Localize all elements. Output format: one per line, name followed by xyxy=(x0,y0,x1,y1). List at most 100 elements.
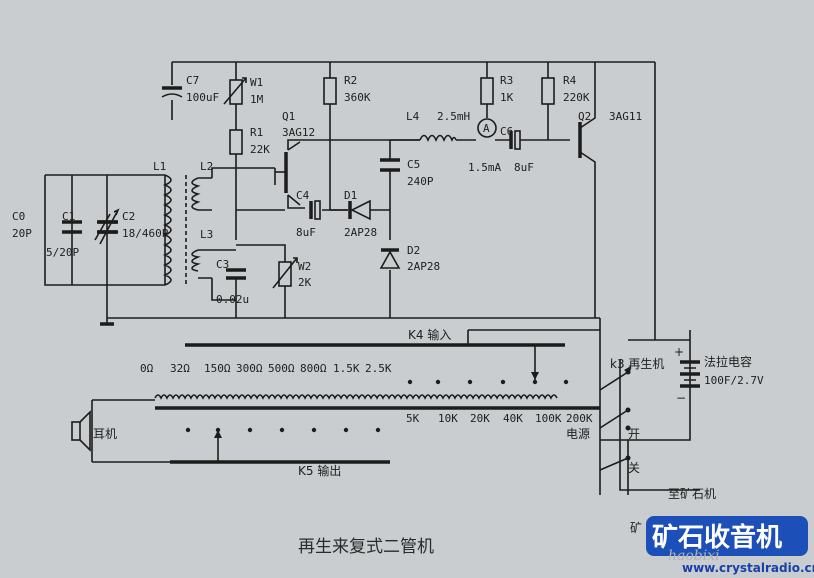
capacitor-c4: C4 8uF xyxy=(296,189,321,239)
c5-value: 240P xyxy=(407,175,434,188)
potentiometer-w1: W1 1M xyxy=(223,76,264,106)
lower-tap-contact xyxy=(311,427,317,433)
k3-regen-label: k3 再生机 xyxy=(610,357,664,371)
supercap-value: 100F/2.7V xyxy=(704,374,764,387)
lower-tap-contact xyxy=(343,427,349,433)
d1-ref: D1 xyxy=(344,189,357,202)
wiring xyxy=(44,61,700,495)
upper-tap-label: 32Ω xyxy=(170,362,190,375)
upper-tap-label: 800Ω xyxy=(300,362,327,375)
inductor-l4: L4 2.5mH xyxy=(406,110,470,143)
c6-value: 8uF xyxy=(514,161,534,174)
upper-tap-label: 150Ω xyxy=(204,362,231,375)
l2-ref: L2 xyxy=(200,160,213,173)
supercap-minus: − xyxy=(676,391,686,405)
c2-value: 18/460P xyxy=(122,227,169,240)
supercap-label: 法拉电容 xyxy=(704,354,752,369)
r3-value: 1K xyxy=(500,91,514,104)
k5-output-label: K5 输出 xyxy=(298,463,341,478)
r2-ref: R2 xyxy=(344,74,357,87)
c1-ref: C1 xyxy=(62,210,75,223)
switch-block: k3 再生机 电源 开 关 至矿石机 矿 xyxy=(566,357,716,535)
d1-value: 2AP28 xyxy=(344,226,377,239)
upper-tap-label: 500Ω xyxy=(268,362,295,375)
coil-group: L1 L2 L3 xyxy=(153,160,213,286)
r4-ref: R4 xyxy=(563,74,577,87)
watermark: haobixi xyxy=(668,548,720,564)
site-url: www.crystalradio.cn xyxy=(682,561,814,575)
transistor-q2: Q2 3AG11 xyxy=(578,110,642,158)
c3-value: 0.02u xyxy=(216,293,249,306)
variable-capacitor-c2: C2 18/460P xyxy=(97,208,169,245)
coil-l1 xyxy=(162,174,172,286)
on-label: 开 xyxy=(628,427,640,441)
c6-ref: C6 xyxy=(500,125,513,138)
r4-value: 220K xyxy=(563,91,590,104)
lower-tap-label: 10K xyxy=(438,412,458,425)
c7-ref: C7 xyxy=(186,74,199,87)
diode-d1: D1 2AP28 xyxy=(344,189,377,239)
upper-tap-label: 2.5K xyxy=(365,362,392,375)
q2-value: 3AG11 xyxy=(609,110,642,123)
resistor-r3: R3 1K xyxy=(480,74,514,105)
l1-ref: L1 xyxy=(153,160,166,173)
capacitor-c5: C5 240P xyxy=(380,158,434,188)
upper-tap-contact xyxy=(435,379,441,385)
resistor-r2: R2 360K xyxy=(323,74,371,105)
earphone-label: 耳机 xyxy=(93,427,117,441)
c5-ref: C5 xyxy=(407,158,420,171)
off-label: 关 xyxy=(628,461,640,475)
c4-ref: C4 xyxy=(296,189,310,202)
power-label: 电源 xyxy=(566,427,590,441)
resistor-r1: R1 22K xyxy=(229,126,270,156)
to-crystal-label: 至矿石机 xyxy=(668,487,716,501)
r1-ref: R1 xyxy=(250,126,263,139)
w1-ref: W1 xyxy=(250,76,263,89)
upper-tap-contact xyxy=(563,379,569,385)
k4-input-label: K4 输入 xyxy=(408,327,451,342)
lower-tap-label: 200K xyxy=(566,412,593,425)
lower-tap-label: 40K xyxy=(503,412,523,425)
input-tank: C0 20P C1 5/20P C2 18/460P xyxy=(12,208,169,259)
brand-logo: 矿石收音机 www.crystalradio.cn haobixi xyxy=(646,516,814,575)
r3-ref: R3 xyxy=(500,74,513,87)
c0-value: 20P xyxy=(12,227,32,240)
tap-contacts xyxy=(185,379,569,433)
lower-tap-contact xyxy=(375,427,381,433)
w2-ref: W2 xyxy=(298,260,311,273)
d2-value: 2AP28 xyxy=(407,260,440,273)
upper-tap-contact xyxy=(467,379,473,385)
d2-ref: D2 xyxy=(407,244,420,257)
resistor-r4: R4 220K xyxy=(541,74,590,105)
c4-value: 8uF xyxy=(296,226,316,239)
logo-text: 矿石收音机 xyxy=(652,522,782,553)
supercapacitor: + − 法拉电容 100F/2.7V xyxy=(674,345,764,405)
lower-tap-contact xyxy=(279,427,285,433)
transistor-q1: Q1 3AG12 xyxy=(275,110,315,193)
c3-ref: C3 xyxy=(216,258,229,271)
upper-tap-label: 1.5K xyxy=(333,362,360,375)
earphone: 耳机 xyxy=(71,410,117,452)
upper-tap-contact xyxy=(407,379,413,385)
l4-value: 2.5mH xyxy=(437,110,470,123)
meter-symbol: A xyxy=(483,122,490,135)
lower-tap-label: 100K xyxy=(535,412,562,425)
q1-ref: Q1 xyxy=(282,110,295,123)
ammeter: A 1.5mA xyxy=(468,118,501,174)
lower-tap-label: 20K xyxy=(470,412,490,425)
capacitor-c0: C0 20P xyxy=(12,210,82,240)
capacitor-c3: C3 0.02u xyxy=(216,258,249,306)
upper-tap-contact xyxy=(500,379,506,385)
r1-value: 22K xyxy=(250,143,270,156)
potentiometer-w2: W2 2K xyxy=(272,257,312,289)
diode-d2: D2 2AP28 xyxy=(379,244,440,273)
page-title: 再生来复式二管机 xyxy=(298,537,434,557)
r2-value: 360K xyxy=(344,91,371,104)
capacitor-c7: C7 100uF xyxy=(161,74,219,104)
w2-value: 2K xyxy=(298,276,312,289)
